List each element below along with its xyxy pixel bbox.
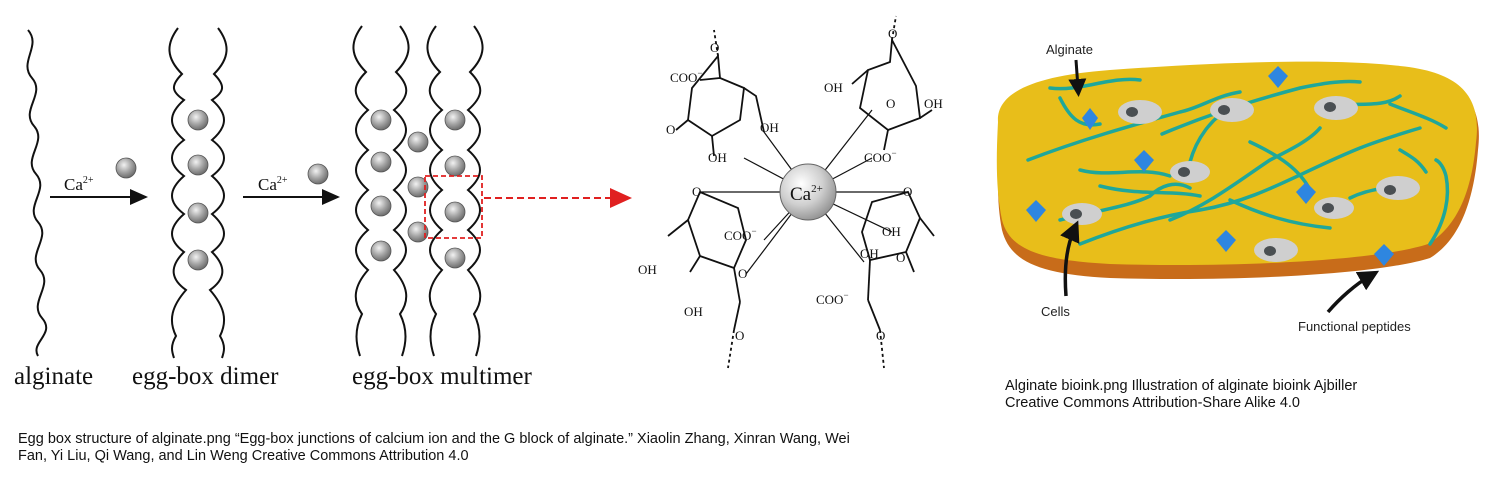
caption-eggbox: Egg box structure of alginate.png “Egg-b…	[18, 431, 978, 465]
calcium-center-label: Ca2+	[790, 183, 823, 205]
cell	[1170, 161, 1210, 183]
hydroxyl-label: OH	[684, 304, 703, 319]
multimer-ion	[407, 176, 429, 198]
peptide	[1082, 108, 1098, 130]
label-multimer: egg-box multimer	[352, 363, 532, 390]
peptides-pointer	[1326, 270, 1380, 314]
cell	[1314, 197, 1354, 219]
caption-bioink: Alginate bioink.png Illustration of algi…	[1005, 378, 1485, 412]
alginate-pointer	[1068, 59, 1087, 97]
cell	[1254, 238, 1298, 262]
dimer-ion	[187, 202, 209, 224]
label-bioink-peptides: Functional peptides	[1298, 319, 1411, 334]
bioink-panel: Alginate Cells Functional peptides	[996, 42, 1479, 334]
oxygen-label: O	[876, 328, 885, 343]
junction-highlight-box	[424, 175, 483, 239]
dimer-ion	[187, 154, 209, 176]
hydroxyl-label: OH	[638, 262, 657, 277]
molecule-labels: O O O O O O O O O O COO− COO− COO− COO− …	[638, 26, 943, 343]
dimer-ion	[187, 249, 209, 271]
cell	[1376, 176, 1420, 200]
cells-pointer	[1060, 220, 1080, 297]
multimer-ion	[370, 151, 392, 173]
dimer-chain-right	[208, 27, 228, 359]
multimer-chain-2	[392, 25, 410, 357]
dimer-ion	[187, 109, 209, 131]
carboxylate-label: COO−	[816, 290, 849, 307]
carboxylate-label: COO−	[670, 68, 703, 85]
cell	[1210, 98, 1254, 122]
ring-upper-left	[687, 53, 745, 138]
peptide	[1296, 182, 1316, 204]
label-dimer: egg-box dimer	[132, 363, 279, 390]
peptide	[1026, 200, 1046, 222]
hydroxyl-label: OH	[882, 224, 901, 239]
calcium-center	[779, 163, 837, 221]
label-bioink-alginate: Alginate	[1046, 42, 1093, 57]
bioink-body	[996, 61, 1477, 266]
alginate-fibers	[1026, 77, 1450, 246]
alginate-chain	[26, 29, 48, 357]
cell	[1118, 100, 1162, 124]
hydroxyl-label: OH	[760, 120, 779, 135]
dimer-chain-left	[168, 27, 188, 359]
caption-eggbox-line2: Fan, Yi Liu, Qi Wang, and Lin Weng Creat…	[18, 448, 469, 464]
oxygen-label: O	[738, 266, 747, 281]
multimer-ion	[407, 221, 429, 243]
peptide	[1374, 244, 1394, 266]
cell	[1062, 203, 1102, 225]
oxygen-label: O	[710, 40, 719, 55]
cells	[1062, 96, 1420, 262]
oxygen-label: O	[888, 26, 897, 41]
multimer-ion	[370, 195, 392, 217]
caption-bioink-line1: Alginate bioink.png Illustration of algi…	[1005, 378, 1358, 394]
multimer-chain-3	[426, 25, 444, 357]
peptide	[1216, 230, 1236, 252]
oxygen-label: O	[735, 328, 744, 343]
free-ion-1	[115, 157, 137, 179]
oxygen-label: O	[692, 184, 701, 199]
ion-label-1: Ca2+	[64, 175, 94, 194]
multimer-ion	[444, 247, 466, 269]
multimer-chain-1	[352, 25, 370, 357]
ring-upper-right	[859, 36, 921, 132]
oxygen-label: O	[666, 122, 675, 137]
multimer-ion	[444, 109, 466, 131]
carboxylate-label: COO−	[724, 226, 757, 243]
oxygen-label: O	[896, 250, 905, 265]
label-bioink-cells: Cells	[1041, 304, 1070, 319]
functional-peptides	[1026, 66, 1394, 266]
oxygen-label: O	[886, 96, 895, 111]
multimer-ion	[444, 201, 466, 223]
ion-label-2: Ca2+	[258, 175, 288, 194]
multimer-chain-4	[466, 25, 484, 357]
free-ion-2	[307, 163, 329, 185]
calcium-ions	[115, 109, 466, 271]
hydroxyl-label: OH	[824, 80, 843, 95]
cell	[1314, 96, 1358, 120]
multimer-ion	[370, 109, 392, 131]
label-alginate: alginate	[14, 363, 93, 390]
multimer-ion	[407, 131, 429, 153]
hydroxyl-label: OH	[860, 246, 879, 261]
carboxylate-label: COO−	[864, 148, 897, 165]
hydroxyl-label: OH	[708, 150, 727, 165]
peptide	[1268, 66, 1288, 88]
hydroxyl-label: OH	[924, 96, 943, 111]
peptide	[1134, 150, 1154, 172]
eggbox-panel	[26, 25, 484, 359]
oxygen-label: O	[903, 184, 912, 199]
caption-bioink-line2: Creative Commons Attribution-Share Alike…	[1005, 395, 1300, 411]
multimer-ion	[444, 155, 466, 177]
multimer-ion	[370, 240, 392, 262]
caption-eggbox-line1: Egg box structure of alginate.png “Egg-b…	[18, 431, 850, 447]
